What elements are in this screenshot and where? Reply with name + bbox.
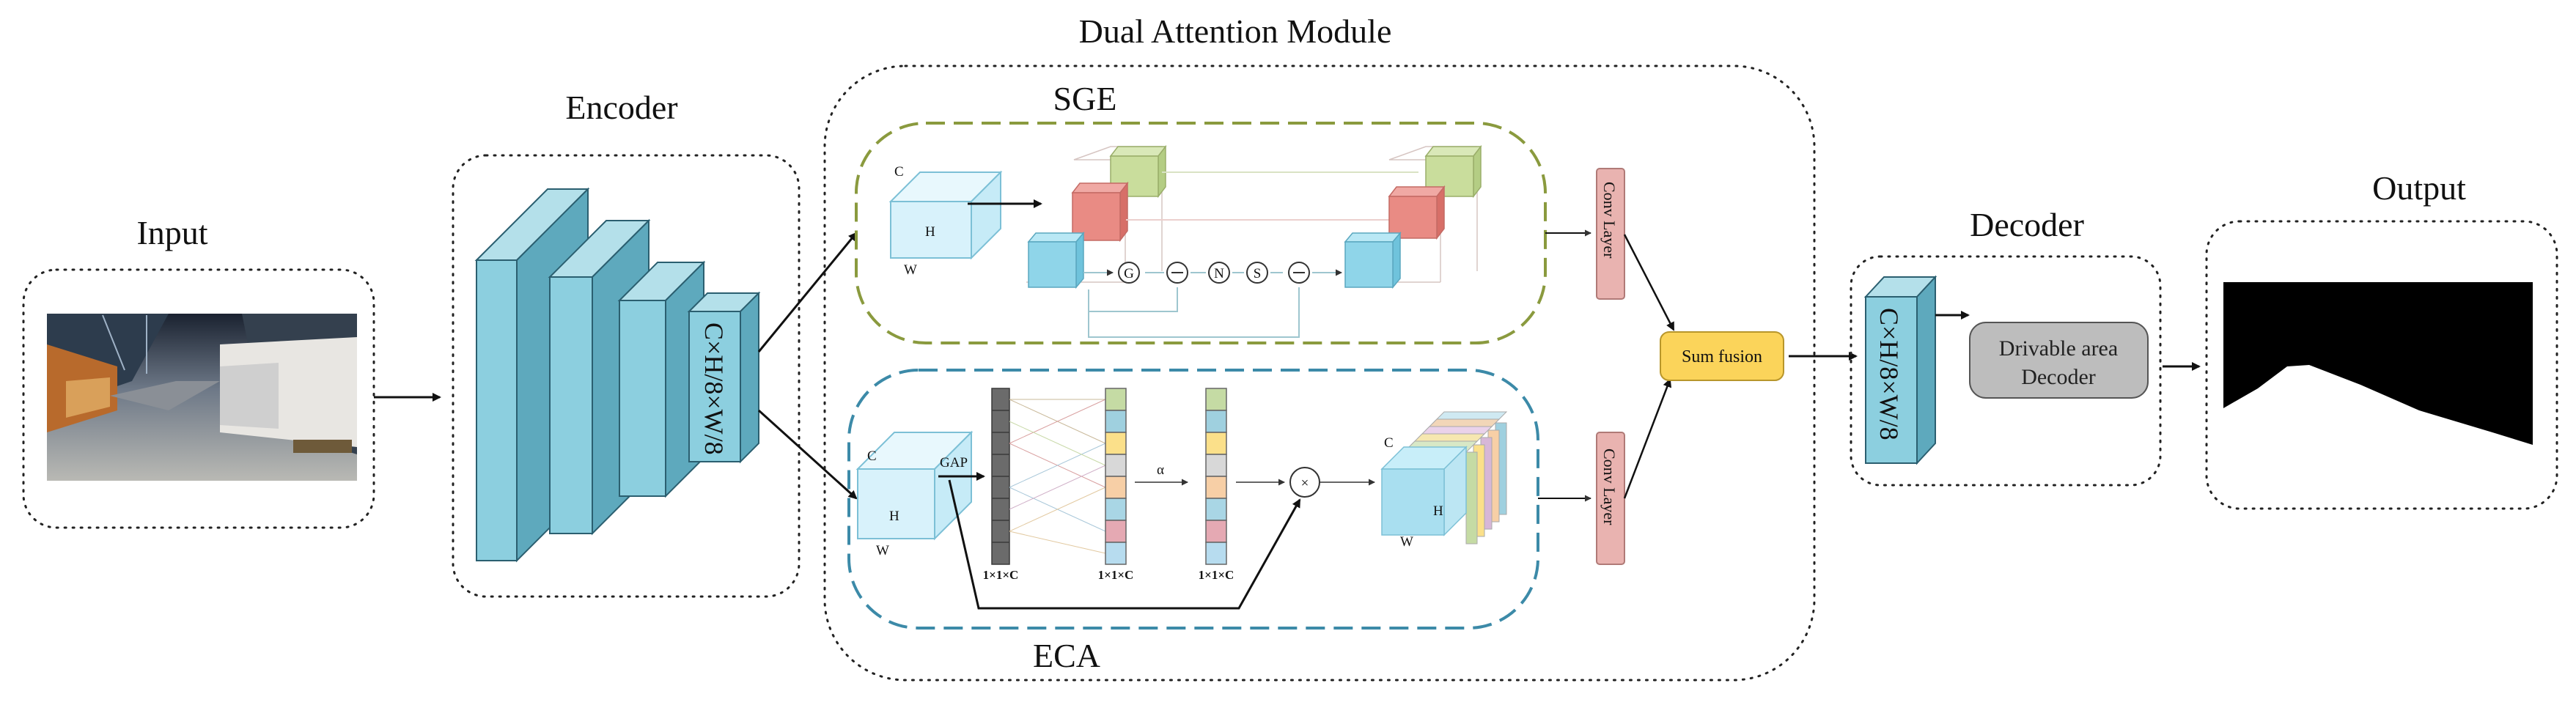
eca-output-cube <box>1380 411 1508 545</box>
eca-out-h: H <box>1433 503 1443 519</box>
sge-blue-group <box>1028 241 1077 288</box>
sge-input-cube <box>888 170 1003 260</box>
eca-conv-label: Conv Layer <box>1600 449 1619 525</box>
encoder-feature-label: C×H/8×W/8 <box>699 322 729 455</box>
eca-alpha: α <box>1157 462 1164 478</box>
sge-cube-w: W <box>904 262 917 278</box>
eca-block: ECA C GAP H W 1×1×C <box>847 369 1539 674</box>
input-section: Input <box>22 214 375 529</box>
sge-grouped-volume-right <box>1344 144 1482 289</box>
eca-gap: GAP <box>940 455 968 470</box>
output-title: Output <box>2372 169 2466 207</box>
eca-multiply: × <box>1301 476 1309 491</box>
eca-vector-attention <box>1205 388 1227 565</box>
eca-cube-w: W <box>876 543 889 558</box>
decoder-title: Decoder <box>1970 206 2084 243</box>
sge-red-group <box>1072 192 1121 241</box>
eca-input-cube <box>855 430 974 541</box>
eca-out-w: W <box>1400 534 1413 550</box>
input-image <box>47 314 357 481</box>
sge-op-s: S <box>1254 266 1262 281</box>
decoder-section: Decoder C×H/8×W/8 Drivable area Decoder <box>1850 206 2162 487</box>
sge-operation-chain <box>1083 171 1418 338</box>
arrow-sge-conv-to-fusion <box>1623 234 1675 331</box>
sge-title: SGE <box>1053 80 1117 117</box>
eca-vec3-label: 1×1×C <box>1199 568 1234 582</box>
decoder-frame <box>1850 255 2162 487</box>
sge-cube-c: C <box>894 164 904 180</box>
sge-op-g: G <box>1124 266 1134 281</box>
output-mask <box>2223 282 2533 445</box>
eca-frame <box>847 369 1539 630</box>
sge-grouped-volume-left <box>1026 144 1167 289</box>
eca-skip-connection <box>948 479 1301 610</box>
sge-block: SGE C H W <box>855 80 1547 344</box>
input-title: Input <box>136 214 207 251</box>
decoder-feature-block <box>1863 275 1937 465</box>
output-section: Output <box>2205 169 2558 510</box>
sge-op-g-circle <box>1118 262 1140 284</box>
encoder-section: Encoder C×H/8×W/8 <box>452 89 801 598</box>
eca-fan-connections <box>1009 399 1106 554</box>
sge-conv-layer <box>1596 168 1625 300</box>
sge-cube-h: H <box>925 224 935 240</box>
eca-vec2-label: 1×1×C <box>1098 568 1134 582</box>
eca-title: ECA <box>1033 637 1100 674</box>
arrow-encoder-to-sge <box>757 232 858 352</box>
dual-attention-title: Dual Attention Module <box>1079 12 1392 50</box>
eca-out-c: C <box>1384 435 1394 451</box>
eca-vector-weights <box>1105 388 1127 565</box>
sum-fusion-box <box>1660 331 1784 381</box>
sge-op-s-circle <box>1246 262 1268 284</box>
eca-vector-gap <box>991 388 1010 565</box>
eca-cube-h: H <box>889 509 899 524</box>
sge-conv-label: Conv Layer <box>1600 182 1619 259</box>
sum-fusion-label: Sum fusion <box>1682 347 1762 366</box>
arrow-eca-conv-to-fusion <box>1623 378 1672 499</box>
drivable-area-decoder-box <box>1969 322 2149 399</box>
encoder-feature-block <box>687 291 761 464</box>
output-frame <box>2205 220 2558 510</box>
arrow-encoder-to-eca <box>757 409 858 500</box>
decoder-feature-label: C×H/8×W/8 <box>1874 308 1904 440</box>
encoder-title: Encoder <box>565 89 677 126</box>
sge-op-n: N <box>1214 266 1224 281</box>
drivable-label-line1: Drivable area <box>1999 336 2118 361</box>
sge-op-n-circle <box>1208 262 1230 284</box>
drivable-label-line2: Decoder <box>2021 365 2096 389</box>
eca-vec1-label: 1×1×C <box>983 568 1019 582</box>
eca-cube-c: C <box>867 449 877 464</box>
